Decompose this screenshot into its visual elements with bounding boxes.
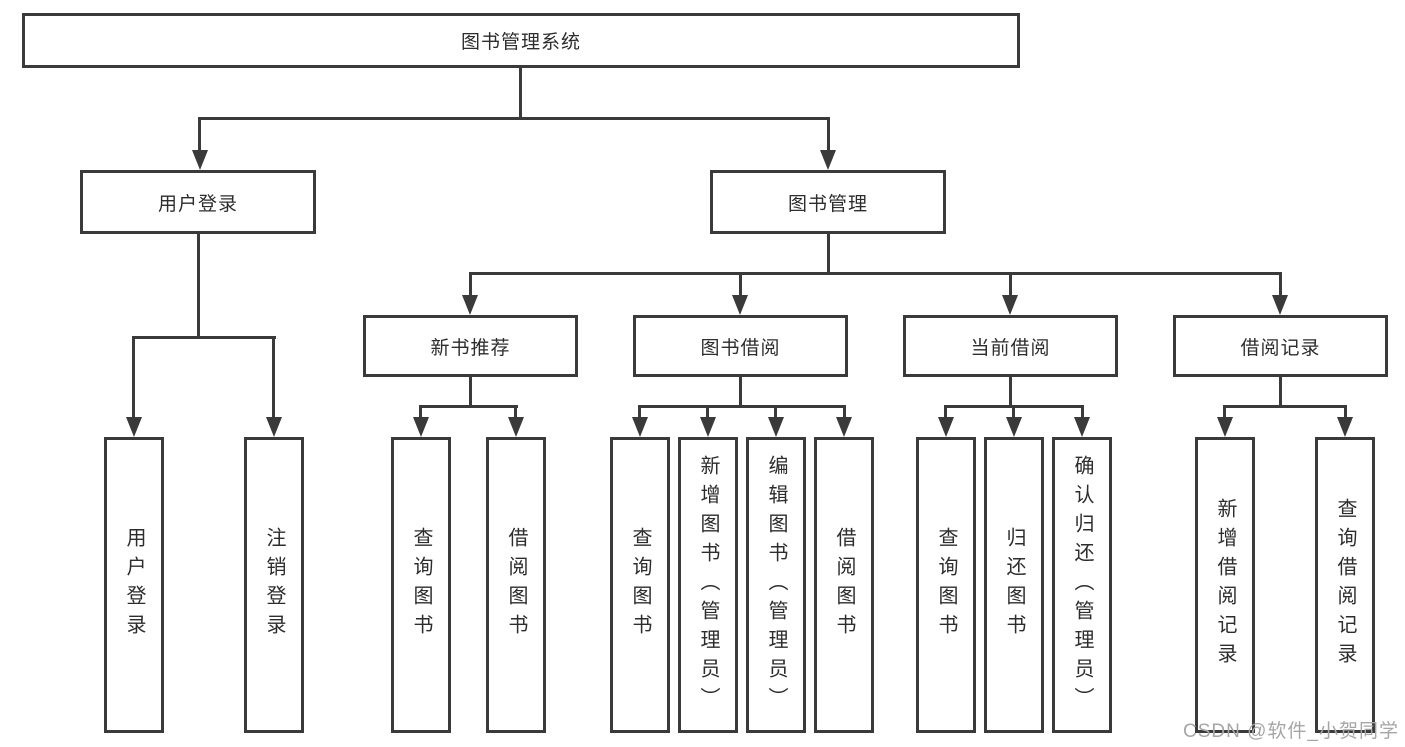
- arrow-down-icon: [266, 417, 282, 437]
- arrow-down-icon: [1217, 417, 1233, 437]
- node-book-borrowing: 图书借阅: [633, 315, 848, 377]
- connector-line: [469, 272, 1282, 275]
- connector-line: [197, 234, 200, 336]
- leaf-label: 用户登录: [123, 527, 145, 643]
- connector-line: [419, 405, 518, 408]
- arrow-down-icon: [732, 295, 748, 315]
- node-label: 借阅记录: [1240, 337, 1321, 359]
- node-label: 图书借阅: [700, 337, 781, 359]
- connector-line: [706, 405, 709, 419]
- connector-line: [469, 272, 472, 295]
- leaf-label: 归还图书: [1003, 527, 1025, 643]
- leaf-logout-login: 注销登录: [244, 437, 304, 733]
- leaf-label: 借阅图书: [833, 527, 855, 643]
- connector-line: [1009, 272, 1012, 295]
- arrow-down-icon: [126, 417, 142, 437]
- leaf-label: 借阅图书: [505, 527, 527, 643]
- node-label: 图书管理系统: [460, 32, 581, 53]
- arrow-down-icon: [1337, 417, 1353, 437]
- connector-line: [1081, 405, 1084, 419]
- leaf-edit-books-admin: 编辑图书（管理员）: [746, 437, 806, 733]
- csdn-watermark: CSDN @软件_小贺同学: [1183, 721, 1399, 742]
- connector-line: [272, 336, 275, 417]
- arrow-down-icon: [1074, 417, 1090, 437]
- arrow-down-icon: [768, 417, 784, 437]
- node-borrowing-records: 借阅记录: [1173, 315, 1388, 377]
- arrow-down-icon: [820, 150, 836, 170]
- leaf-borrow-books: 借阅图书: [814, 437, 874, 733]
- connector-line: [1012, 405, 1015, 419]
- node-label: 用户登录: [157, 193, 238, 215]
- connector-line: [843, 405, 846, 419]
- connector-line: [198, 117, 830, 120]
- connector-line: [419, 405, 422, 419]
- connector-line: [1344, 405, 1347, 419]
- leaf-label: 查询借阅记录: [1334, 498, 1356, 672]
- connector-line: [514, 405, 517, 419]
- connector-line: [1009, 377, 1012, 405]
- connector-line: [519, 68, 522, 118]
- connector-line: [198, 117, 201, 150]
- node-label: 当前借阅: [970, 337, 1051, 359]
- connector-line: [739, 272, 742, 295]
- leaf-label: 确认归还（管理员）: [1071, 454, 1093, 716]
- connector-line: [1279, 272, 1282, 295]
- leaf-add-borrow-record: 新增借阅记录: [1195, 437, 1255, 733]
- connector-line: [944, 405, 947, 419]
- connector-line: [1223, 405, 1347, 408]
- leaf-label: 查询图书: [410, 527, 432, 643]
- arrow-down-icon: [938, 417, 954, 437]
- connector-line: [827, 234, 830, 272]
- leaf-label: 新增图书（管理员）: [697, 454, 719, 716]
- leaf-label: 查询图书: [629, 527, 651, 643]
- leaf-label: 查询图书: [935, 527, 957, 643]
- leaf-query-borrow-record: 查询借阅记录: [1315, 437, 1375, 733]
- node-library-management-system: 图书管理系统: [22, 13, 1020, 68]
- node-user-login: 用户登录: [80, 170, 316, 234]
- leaf-borrow-books-recommend: 借阅图书: [486, 437, 546, 733]
- node-book-management: 图书管理: [710, 170, 946, 234]
- arrow-down-icon: [632, 417, 648, 437]
- node-current-borrowing: 当前借阅: [903, 315, 1118, 377]
- leaf-label: 注销登录: [263, 527, 285, 643]
- arrow-down-icon: [508, 417, 524, 437]
- connector-line: [827, 117, 830, 150]
- connector-line: [132, 336, 276, 339]
- leaf-add-books-admin: 新增图书（管理员）: [678, 437, 738, 733]
- connector-line: [638, 405, 846, 408]
- arrow-down-icon: [700, 417, 716, 437]
- node-new-book-recommend: 新书推荐: [363, 315, 578, 377]
- leaf-confirm-return-admin: 确认归还（管理员）: [1052, 437, 1112, 733]
- arrow-down-icon: [1272, 295, 1288, 315]
- node-label: 图书管理: [787, 193, 868, 215]
- leaf-user-login: 用户登录: [104, 437, 164, 733]
- connector-line: [1279, 377, 1282, 405]
- arrow-down-icon: [413, 417, 429, 437]
- connector-line: [469, 377, 472, 405]
- connector-line: [132, 336, 135, 417]
- arrow-down-icon: [1006, 417, 1022, 437]
- arrow-down-icon: [192, 150, 208, 170]
- connector-line: [739, 377, 742, 405]
- leaf-label: 编辑图书（管理员）: [765, 454, 787, 716]
- connector-line: [774, 405, 777, 419]
- arrow-down-icon: [1002, 295, 1018, 315]
- connector-line: [1223, 405, 1226, 419]
- connector-line: [638, 405, 641, 419]
- arrow-down-icon: [462, 295, 478, 315]
- arrow-down-icon: [836, 417, 852, 437]
- node-label: 新书推荐: [430, 337, 511, 359]
- leaf-label: 新增借阅记录: [1214, 498, 1236, 672]
- leaf-query-books-borrow: 查询图书: [610, 437, 670, 733]
- leaf-query-books-current: 查询图书: [916, 437, 976, 733]
- leaf-return-books: 归还图书: [984, 437, 1044, 733]
- leaf-query-books-recommend: 查询图书: [391, 437, 451, 733]
